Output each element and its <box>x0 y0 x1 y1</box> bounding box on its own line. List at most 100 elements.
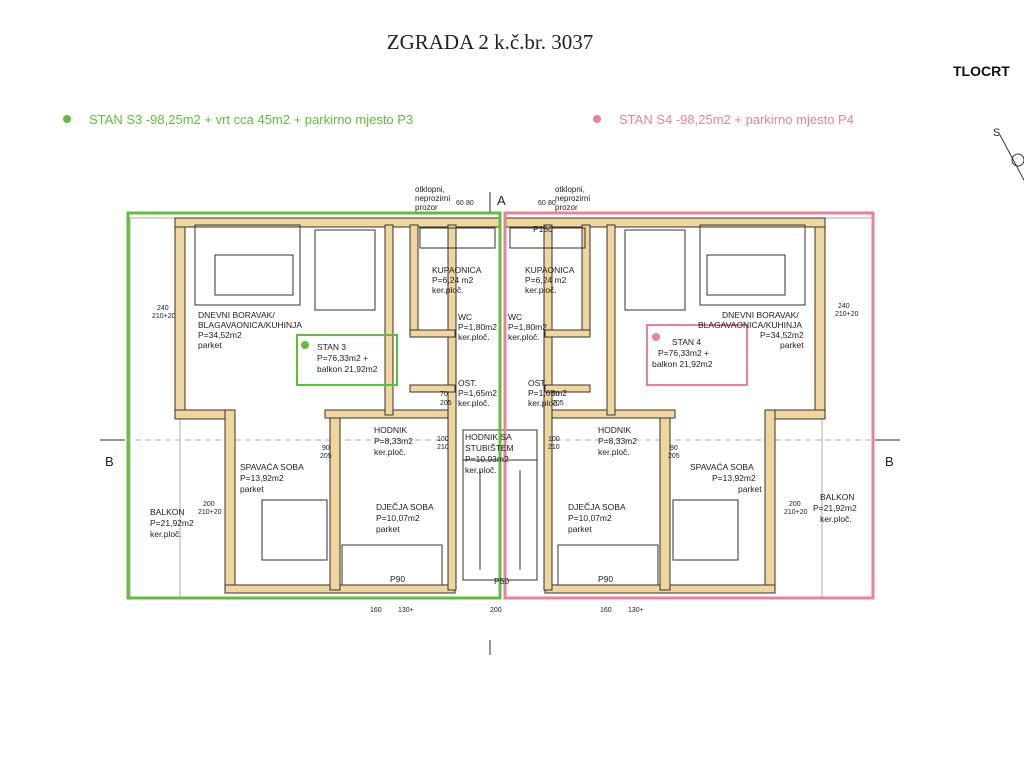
left-balcony-2: P=21,92m2 <box>150 518 194 528</box>
right-bath-1: KUPAONICA <box>525 265 575 275</box>
right-living-2: BLAGAVAONICA/KUHINJA <box>698 320 802 330</box>
dim-left-205b: 205 <box>440 400 452 407</box>
dim-right-90: 90 <box>670 445 678 452</box>
left-closet-2: P=1,65m2 <box>458 388 497 398</box>
dim-left-130: 130+ <box>398 607 414 614</box>
legend-s4: STAN S4 -98,25m2 + parkirno mjesto P4 <box>593 112 854 127</box>
window-note-left-1: otklopni, <box>415 185 445 194</box>
left-closet-3: ker.ploč. <box>458 398 490 408</box>
right-p90: P90 <box>598 574 613 584</box>
dim-right-210-20b: 210+20 <box>784 509 808 516</box>
left-bath-3: ker.ploč. <box>432 285 464 295</box>
dim-bottom-200: 200 <box>490 607 502 614</box>
legend-s3-text: STAN S3 -98,25m2 + vrt cca 45m2 + parkir… <box>89 112 414 127</box>
dimension-labels: 240 210+20 240 210+20 200 210+20 200 210… <box>152 200 859 614</box>
left-bath-2: P=6,24 m2 <box>432 275 474 285</box>
left-bedroom-1: SPAVAĆA SOBA <box>240 462 304 472</box>
dim-right-205: 205 <box>668 453 680 460</box>
window-note-right-1: otklopni, <box>555 185 585 194</box>
left-kids-1: DJEČJA SOBA <box>376 502 434 512</box>
right-bath-3: ker.ploč. <box>525 285 557 295</box>
dim-left-200: 200 <box>203 501 215 508</box>
left-wc-2: P=1,80m2 <box>458 322 497 332</box>
left-wc-3: ker.ploč. <box>458 332 490 342</box>
right-unit-labels: DNEVNI BORAVAK/ BLAGAVAONICA/KUHINJA P=3… <box>508 265 857 584</box>
dim-left-100: 100 <box>437 436 449 443</box>
left-wc-1: WC <box>458 312 472 322</box>
unit-s4-outline <box>503 211 875 600</box>
left-living-4: parket <box>198 340 222 350</box>
dim-left-205: 205 <box>320 453 332 460</box>
dim-top-80-left: 80 <box>466 200 474 207</box>
section-markers <box>100 192 900 655</box>
stair-labels: HODNIK SA STUBIŠTEM P=10,93m2 ker.ploč. … <box>465 224 553 586</box>
dim-left-160: 160 <box>370 607 382 614</box>
right-wc-2: P=1,80m2 <box>508 322 547 332</box>
compass-label: S <box>993 127 1000 139</box>
window-note-right-2: neprozirni <box>555 194 590 203</box>
p150-label: P150 <box>533 224 553 234</box>
section-b-left-label: B <box>105 454 114 469</box>
left-bedroom-3: parket <box>240 484 264 494</box>
window-note-left-3: prozor <box>415 203 438 212</box>
right-balcony-3: ker.ploč. <box>820 514 852 524</box>
right-hall-3: ker.ploč. <box>598 447 630 457</box>
left-unit-3: balkon 21,92m2 <box>317 364 378 374</box>
right-closet-2: P=1,65m2 <box>528 388 567 398</box>
right-hall-1: HODNIK <box>598 425 631 435</box>
unit-s3-marker <box>301 341 309 349</box>
unit-s4-marker <box>652 333 660 341</box>
left-hall-3: ker.ploč. <box>374 447 406 457</box>
left-bedroom-2: P=13,92m2 <box>240 473 284 483</box>
dim-left-210: 210 <box>437 444 449 451</box>
dim-right-70: 70 <box>552 391 560 398</box>
dim-right-130: 130+ <box>628 607 644 614</box>
unit-s3-outline <box>126 211 502 600</box>
stair-label-1: HODNIK SA <box>465 432 512 442</box>
dim-top-60-right: 60 <box>538 200 546 207</box>
right-unit-1: STAN 4 <box>672 337 701 347</box>
dim-left-70: 70 <box>440 391 448 398</box>
right-wc-1: WC <box>508 312 522 322</box>
dim-right-200: 200 <box>789 501 801 508</box>
right-bedroom-2: P=13,92m2 <box>712 473 756 483</box>
legend-s4-text: STAN S4 -98,25m2 + parkirno mjesto P4 <box>619 112 854 127</box>
floor-plan-label: TLOCRT <box>953 63 1010 79</box>
left-hall-2: P=8,33m2 <box>374 436 413 446</box>
unit-s3-label-box <box>296 334 398 386</box>
left-living-3: P=34,52m2 <box>198 330 242 340</box>
right-closet-3: ker.ploč. <box>528 398 560 408</box>
stair-label-4: ker.ploč. <box>465 465 497 475</box>
walls <box>174 217 826 594</box>
left-unit-2: P=76,33m2 + <box>317 353 368 363</box>
compass-icon: S <box>993 127 1024 181</box>
right-closet-1: OST. <box>528 378 547 388</box>
right-kids-3: parket <box>568 524 592 534</box>
right-wc-3: ker.ploč. <box>508 332 540 342</box>
left-unit-1: STAN 3 <box>317 342 346 352</box>
right-balcony-1: BALKON <box>820 492 855 502</box>
stair-label-3: P=10,93m2 <box>465 454 509 464</box>
right-living-3: P=34,52m2 <box>760 330 804 340</box>
left-bath-1: KUPAONICA <box>432 265 482 275</box>
dim-right-210: 210 <box>548 444 560 451</box>
p50-label: P50 <box>494 576 509 586</box>
left-living-1: DNEVNI BORAVAK/ <box>198 310 275 320</box>
dim-top-60-left: 60 <box>456 200 464 207</box>
left-unit-labels: DNEVNI BORAVAK/ BLAGAVAONICA/KUHINJA P=3… <box>150 265 497 584</box>
legend-s3-dot <box>63 114 71 123</box>
dim-left-210-20: 210+20 <box>152 313 176 320</box>
left-living-2: BLAGAVAONICA/KUHINJA <box>198 320 302 330</box>
right-hall-2: P=8,33m2 <box>598 436 637 446</box>
legend-s4-dot <box>593 114 601 123</box>
right-balcony-2: P=21,92m2 <box>813 503 857 513</box>
right-bedroom-3: parket <box>738 484 762 494</box>
right-kids-2: P=10,07m2 <box>568 513 612 523</box>
right-bath-2: P=6,24 m2 <box>525 275 567 285</box>
left-closet-1: OST. <box>458 378 477 388</box>
page-title: ZGRADA 2 k.č.br. 3037 <box>386 30 594 54</box>
left-kids-2: P=10,07m2 <box>376 513 420 523</box>
left-p90: P90 <box>390 574 405 584</box>
dim-right-205b: 205 <box>552 400 564 407</box>
